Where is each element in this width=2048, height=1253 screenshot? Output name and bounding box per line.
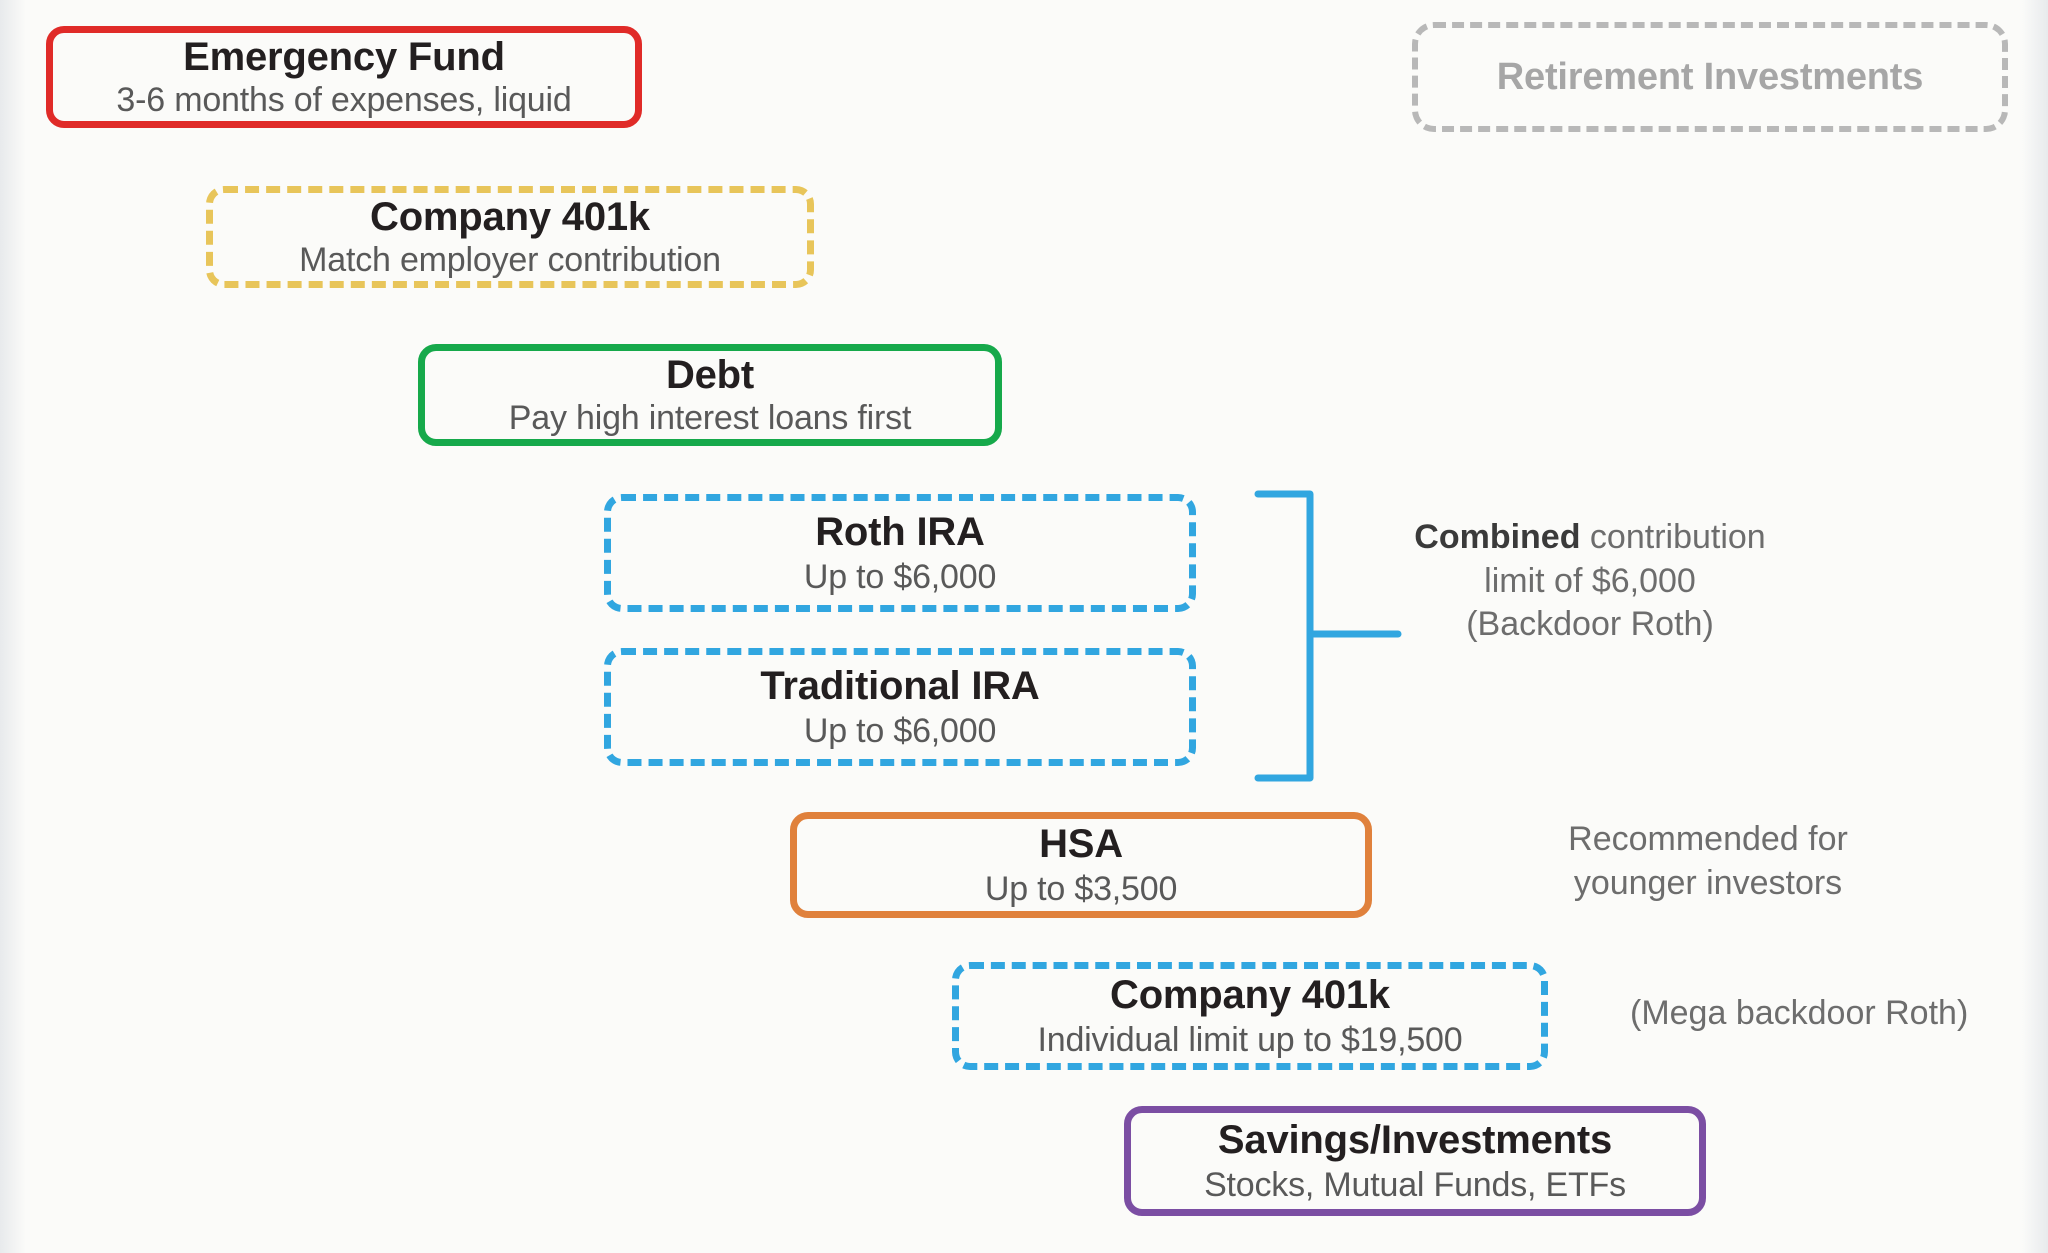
step-title-roth-ira: Roth IRA (815, 510, 985, 554)
step-title-debt: Debt (665, 353, 755, 397)
step-subtitle-savings-investments: Stocks, Mutual Funds, ETFs (1204, 1166, 1626, 1204)
step-subtitle-emergency-fund: 3-6 months of expenses, liquid (116, 81, 572, 119)
annotation-mega-backdoor-line1: (Mega backdoor Roth) (1630, 994, 1969, 1032)
step-box-savings-investments[interactable]: Savings/Investments Stocks, Mutual Funds… (1124, 1106, 1706, 1216)
step-box-emergency-fund[interactable]: Emergency Fund 3-6 months of expenses, l… (46, 26, 642, 128)
step-box-traditional-ira[interactable]: Traditional IRA Up to $6,000 (604, 648, 1196, 766)
right-edge-shading (2022, 0, 2048, 1253)
step-title-savings-investments: Savings/Investments (1217, 1118, 1613, 1162)
step-title-emergency-fund: Emergency Fund (183, 35, 505, 79)
step-box-company-401k-individual[interactable]: Company 401k Individual limit up to $19,… (952, 962, 1548, 1070)
annotation-hsa-line2: younger investors (1573, 863, 1843, 902)
group-label-text: Retirement Investments (1496, 56, 1924, 98)
step-subtitle-debt: Pay high interest loans first (508, 399, 912, 437)
annotation-hsa-recommendation: Recommended for younger investors (1488, 818, 1928, 905)
step-subtitle-company-401k-individual: Individual limit up to $19,500 (1037, 1021, 1463, 1059)
step-subtitle-hsa: Up to $3,500 (984, 870, 1178, 908)
step-box-company-401k-match[interactable]: Company 401k Match employer contribution (206, 186, 814, 288)
annotation-combined-contribution: Combined contribution limit of $6,000 (B… (1330, 516, 1850, 647)
step-box-hsa[interactable]: HSA Up to $3,500 (790, 812, 1372, 918)
step-title-hsa: HSA (1039, 822, 1123, 866)
annotation-combined-line3: (Backdoor Roth) (1466, 605, 1714, 644)
step-box-roth-ira[interactable]: Roth IRA Up to $6,000 (604, 494, 1196, 612)
step-title-company-401k-individual: Company 401k (1110, 973, 1390, 1017)
step-box-debt[interactable]: Debt Pay high interest loans first (418, 344, 1002, 446)
annotation-combined-line1: Combined contribution (1330, 516, 1850, 560)
annotation-hsa-line1: Recommended for (1568, 820, 1848, 858)
step-subtitle-company-401k-match: Match employer contribution (299, 241, 721, 279)
annotation-combined-rest: contribution (1580, 518, 1766, 556)
step-subtitle-traditional-ira: Up to $6,000 (803, 712, 997, 750)
step-subtitle-roth-ira: Up to $6,000 (803, 558, 997, 596)
group-label-retirement-investments: Retirement Investments (1412, 22, 2008, 132)
annotation-mega-backdoor-roth: (Mega backdoor Roth) (1630, 992, 2030, 1036)
step-title-company-401k-match: Company 401k (370, 195, 650, 239)
step-title-traditional-ira: Traditional IRA (760, 664, 1040, 708)
annotation-combined-bold: Combined (1414, 518, 1581, 556)
left-edge-shading (0, 0, 26, 1253)
annotation-combined-line2: limit of $6,000 (1484, 561, 1696, 600)
